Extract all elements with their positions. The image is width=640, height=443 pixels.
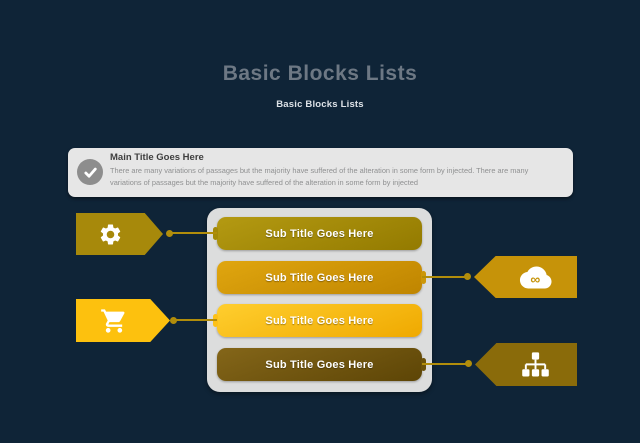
page-title: Basic Blocks Lists <box>222 62 418 85</box>
connector-dot <box>464 273 471 280</box>
block-sub-title-3: Sub Title Goes Here <box>213 304 422 337</box>
connector-dot <box>170 317 177 324</box>
tag-gear <box>76 213 163 255</box>
block-sub-title-2: Sub Title Goes Here <box>217 261 426 294</box>
shopping-cart-icon <box>100 307 128 335</box>
sitemap-icon <box>521 351 550 378</box>
connector-line <box>170 232 217 234</box>
connector-line <box>174 319 217 321</box>
tag-cart <box>76 299 170 342</box>
connector-dot <box>166 230 173 237</box>
gear-icon <box>98 222 123 247</box>
banner-title: Main Title Goes Here <box>110 152 204 163</box>
block-label: Sub Title Goes Here <box>265 271 374 284</box>
banner-body-line: There are many variations of passages bu… <box>110 166 529 175</box>
block-label: Sub Title Goes Here <box>265 358 374 371</box>
check-icon <box>77 159 103 185</box>
page-subtitle: Basic Blocks Lists <box>276 99 364 110</box>
main-title-banner: Main Title Goes Here There are many vari… <box>68 148 573 197</box>
connector-dot <box>465 360 472 367</box>
tag-sitemap <box>475 343 577 386</box>
block-label: Sub Title Goes Here <box>265 314 374 327</box>
blocks-panel: Sub Title Goes Here Sub Title Goes Here … <box>207 208 432 392</box>
cloud-sync-icon: ∞ <box>516 264 554 291</box>
block-sub-title-1: Sub Title Goes Here <box>213 217 422 250</box>
tag-cloud: ∞ <box>474 256 577 298</box>
svg-text:∞: ∞ <box>530 271 540 287</box>
block-sub-title-4: Sub Title Goes Here <box>217 348 426 381</box>
connector-line <box>422 363 468 365</box>
banner-body-line: variations of passages but the majority … <box>110 177 418 187</box>
block-label: Sub Title Goes Here <box>265 227 374 240</box>
connector-line <box>422 276 468 278</box>
